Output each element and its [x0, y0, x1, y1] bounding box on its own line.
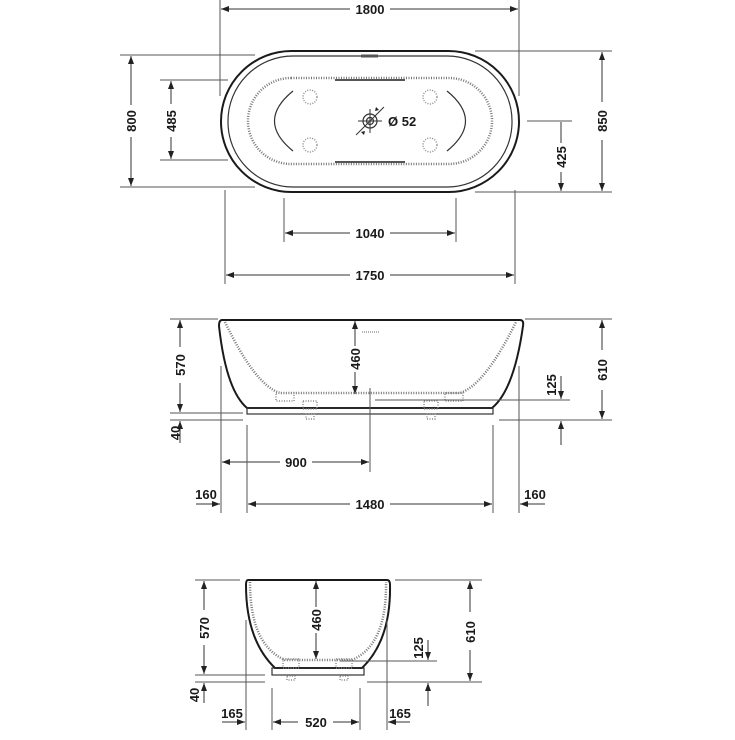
dim-total-width: 850	[595, 110, 610, 132]
foot-circle	[422, 89, 438, 105]
dim-end-inner-depth: 460	[309, 609, 324, 631]
side-view: 570 40 460 610 125 900 1480 16	[168, 318, 612, 513]
dim-end-left-overhang: 165	[221, 706, 243, 721]
dim-overall-width: 800	[124, 110, 139, 132]
dim-side-base-length: 1480	[356, 497, 385, 512]
tub-outer-rim	[220, 50, 520, 193]
dim-inner-depth: 460	[348, 348, 363, 370]
foot-circle	[302, 137, 318, 153]
dim-total-height: 610	[595, 359, 610, 381]
dim-base-height: 40	[168, 426, 183, 440]
headrest-arc-left	[273, 90, 294, 152]
dim-inner-length: 1040	[356, 226, 385, 241]
dim-end-drain-height: 125	[411, 637, 426, 659]
foot-circle	[302, 89, 318, 105]
drain-diameter-label: Ø 52	[388, 114, 416, 129]
dim-drain-offset: 425	[554, 146, 569, 168]
dim-end-base-width: 520	[305, 715, 327, 730]
dim-end-right-overhang: 165	[389, 706, 411, 721]
dim-end-base-height: 40	[187, 688, 202, 702]
drain-icon	[355, 106, 385, 136]
dim-overall-length: 1800	[356, 2, 385, 17]
dim-left-overhang: 160	[195, 487, 217, 502]
end-view: 570 40 460 610 125 520 165 165	[187, 579, 482, 730]
dim-drain-position: 900	[285, 455, 307, 470]
dim-drain-height: 125	[544, 374, 559, 396]
dim-base-length: 1750	[356, 268, 385, 283]
top-view: Ø 52 1800 800 485 850 425	[120, 0, 612, 284]
dim-right-overhang: 160	[524, 487, 546, 502]
headrest-arc-right	[446, 90, 467, 152]
dim-end-total-height: 610	[463, 621, 478, 643]
basin-outline	[246, 76, 494, 166]
dim-rim-height: 570	[173, 354, 188, 376]
dim-inner-width: 485	[164, 110, 179, 132]
tub-side-outline	[217, 319, 525, 409]
basin-end-profile	[248, 581, 388, 662]
foot-circle	[422, 137, 438, 153]
dim-end-rim-height: 570	[197, 617, 212, 639]
tub-end-base	[271, 667, 365, 676]
